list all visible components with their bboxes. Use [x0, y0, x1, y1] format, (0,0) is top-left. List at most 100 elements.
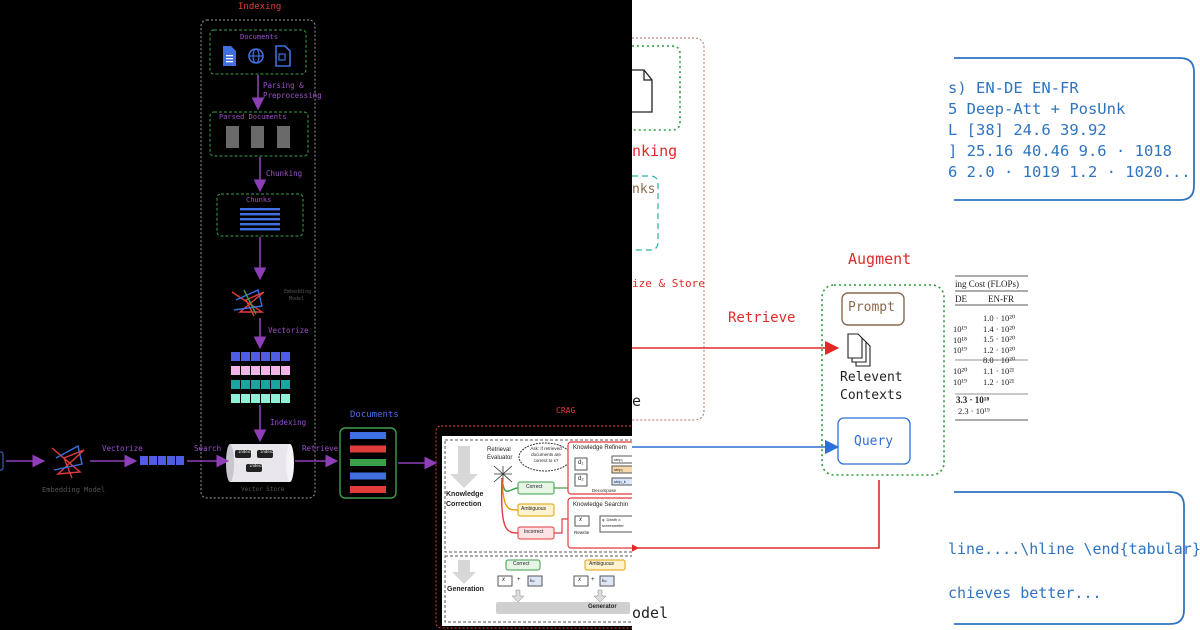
table-cell: 1.5 · 10²⁰ [983, 334, 1016, 345]
bottom-kin-2: kᵢₙ [602, 578, 607, 583]
vector-cell [231, 352, 240, 361]
bottom-correct-tag [505, 559, 541, 571]
query-vector [140, 456, 184, 465]
return-arrow [632, 480, 880, 556]
model-label: odel [632, 604, 669, 622]
vector-cell [251, 380, 260, 389]
generator-label: Generator [588, 604, 617, 610]
indexing-title: Indexing [238, 2, 282, 12]
cut-letter: e [632, 392, 642, 410]
vector-cell [271, 366, 280, 375]
bubble-line: L [38] 24.6 39.92 [948, 121, 1107, 139]
parsed-documents-box [209, 111, 309, 157]
vector-cell [251, 366, 260, 375]
table-cell: 1.0 · 10²⁰ [983, 313, 1016, 323]
index-cell-3: index3 [249, 463, 264, 468]
document-bar [350, 432, 386, 439]
table-bold-value: 3.3 · 10¹⁸ [956, 395, 990, 405]
prompt-box [841, 292, 905, 326]
knowledge-correction-label: Knowledge Correction [446, 491, 484, 508]
correct-label: Correct [526, 484, 543, 490]
table-cell: 1.1 · 10²¹ [983, 365, 1015, 376]
vector-cell [231, 394, 240, 403]
query-snippet: q: Death o screenwriter [602, 517, 624, 528]
index-cell-1: index1 [238, 449, 253, 454]
file-icon [275, 45, 291, 67]
ambiguous-label: Ambiguous [521, 506, 547, 512]
bubble-line: s) EN-DE EN-FR [948, 79, 1079, 97]
search-label: Search [194, 444, 222, 453]
retrieve-label-left: Retrieve [302, 444, 339, 453]
vector-cell [271, 352, 280, 361]
vector-cell [251, 394, 260, 403]
bottom-bubble-line-1: line....\hline \end{tabular} [948, 540, 1200, 558]
right-chunks-label: nks [632, 182, 656, 197]
table-cell: 10¹⁹ [953, 345, 968, 355]
query-vector-cell [140, 456, 148, 465]
query-vector-cell [167, 456, 175, 465]
right-document-box [632, 45, 681, 131]
strip-2-label: strip₂ [614, 467, 624, 472]
document-bar [350, 459, 386, 466]
size-store-label: ize & Store [632, 277, 705, 290]
contexts-label: Contexts [840, 388, 903, 403]
x-label: x [579, 517, 582, 523]
table-cell: 10¹⁸ [953, 334, 968, 345]
crag-container [435, 425, 632, 629]
vector-cell [261, 394, 270, 403]
bottom-ambiguous-label: Ambiguous [589, 561, 615, 567]
retrieval-evaluator-label: Retrieval Evaluator [487, 447, 513, 461]
strip-1-label: strip₁ [614, 457, 623, 462]
query-vector-cell [176, 456, 184, 465]
vector-cell [281, 366, 290, 375]
table-cell: 10²⁰ [953, 366, 968, 376]
chunks-label: Chunks [246, 196, 272, 204]
vector-cell [231, 380, 240, 389]
bottom-kin-1: kᵢₙ [530, 578, 535, 583]
vector-store-label: Vector Store [241, 486, 285, 493]
bottom-ambiguous-tag [584, 559, 626, 571]
vector-cell [241, 394, 250, 403]
preprocessing-label: Preprocessing [263, 91, 322, 100]
bottom-correct-label: Correct [513, 561, 530, 567]
bubble-line: 5 Deep-Att + PosUnk [948, 100, 1126, 118]
generator-bar [496, 602, 630, 614]
retrieved-documents-label: Documents [350, 410, 399, 420]
embedding-model-icon [231, 289, 265, 317]
incorrect-label: Incorrect [524, 529, 544, 535]
table-cell: 8.0 · 10²⁰ [983, 355, 1016, 366]
document-bar [350, 445, 386, 453]
prompt-label: Prompt [848, 300, 895, 315]
table-last-value: 2.3 · 10¹⁹ [958, 406, 990, 416]
table-cell [953, 356, 967, 367]
vector-cell [281, 380, 290, 389]
vector-cell [271, 394, 280, 403]
query-vectorize-label: Vectorize [102, 444, 143, 453]
rewrite-label: Rewrite [574, 530, 590, 535]
table-cell: 10¹⁹ [953, 324, 968, 334]
document-bar [350, 472, 386, 480]
d1-label: d₁ [578, 460, 584, 466]
table-cell: 1.2 · 10²¹ [983, 376, 1015, 387]
right-chunks-box [632, 175, 659, 251]
decompose-label: Decompose [592, 488, 617, 493]
right-document-icon [632, 69, 653, 113]
bottom-x-2: x [578, 577, 581, 583]
pipeline-diagram [0, 19, 632, 629]
augment-diagram [632, 37, 1195, 625]
vector-cell [261, 366, 270, 375]
vector-cell [271, 380, 280, 389]
knowledge-refinement-label: Knowledge Refinem [573, 445, 627, 451]
table-cell: 1.4 · 10²⁰ [983, 323, 1016, 334]
crag-title: CRAG [556, 406, 576, 415]
table-cell: 1.2 · 10²⁰ [983, 344, 1016, 355]
query-vector-cell [149, 456, 157, 465]
indexing-label: Indexing [270, 418, 307, 427]
d2-label: d₂ [578, 476, 584, 482]
embedding-label-2: Model [289, 296, 305, 302]
document-icon [223, 46, 236, 66]
bottom-bubble-line-2: chieves better... [948, 584, 1102, 602]
query-label: Query [854, 434, 894, 449]
documents-label: Documents [240, 33, 278, 41]
